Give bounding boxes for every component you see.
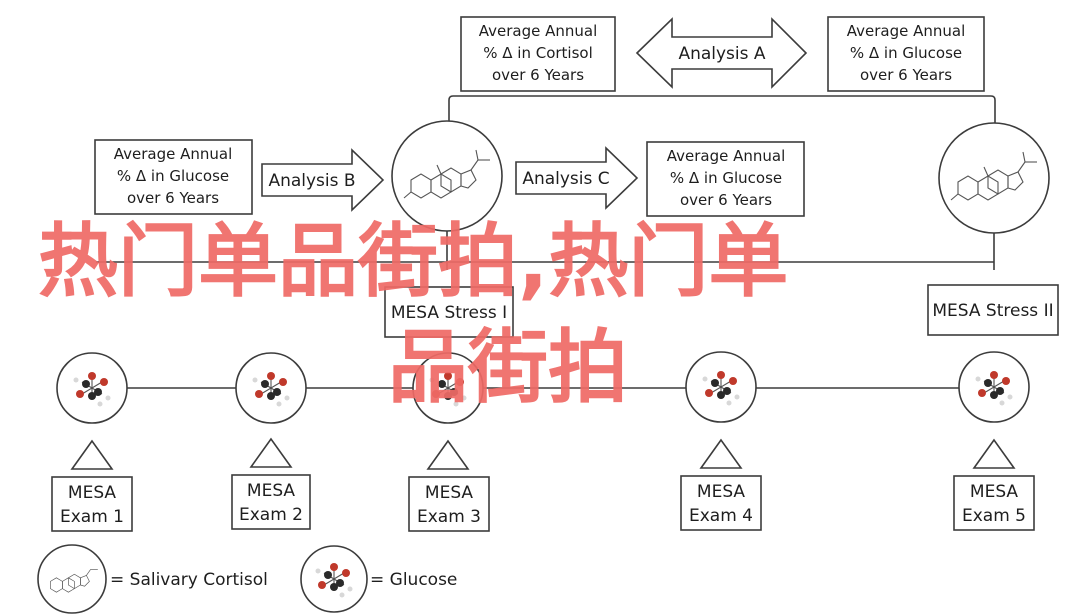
cortisol-molecule-right (938, 122, 1050, 234)
analysis-c-arrow: Analysis C (515, 146, 639, 210)
exam-3-line1: MESA (425, 483, 474, 503)
box-line: over 6 Years (127, 189, 219, 207)
watermark-line-2: 品街拍 (388, 321, 628, 414)
box-line: over 6 Years (492, 66, 584, 84)
mesa-stress-2-label: MESA Stress II (932, 301, 1053, 321)
exam-4-line1: MESA (697, 482, 746, 502)
box-line: % Δ in Glucose (117, 167, 229, 185)
legend-cortisol-label: = Salivary Cortisol (110, 570, 268, 590)
steroid-structure-icon (403, 149, 490, 199)
triangle-marker (249, 437, 293, 468)
glucose-change-right-box: Average Annual % Δ in Glucose over 6 Yea… (646, 141, 805, 217)
box-line: % Δ in Glucose (850, 44, 962, 62)
exam-2-group: MESA Exam 2 (231, 352, 311, 530)
analysis-b-arrow: Analysis B (261, 148, 385, 212)
mesa-stress-1-box: MESA Stress I (384, 286, 514, 338)
watermark-line-1: 热门单品街拍,热门单 (38, 215, 789, 308)
legend-glucose-label: = Glucose (370, 570, 457, 590)
glucose-molecule-icon (56, 352, 128, 424)
exam-5-line2: Exam 5 (962, 506, 1026, 526)
legend-cortisol: = Salivary Cortisol (37, 544, 268, 614)
box-line: % Δ in Cortisol (483, 44, 593, 62)
analysis-a-label: Analysis A (678, 44, 765, 64)
box-line: Average Annual (667, 147, 786, 165)
analysis-a-double-arrow: Analysis A (635, 17, 808, 89)
glucose-change-left-box: Average Annual % Δ in Glucose over 6 Yea… (94, 139, 253, 215)
legend-glucose: = Glucose (300, 545, 457, 613)
cortisol-change-box: Average Annual % Δ in Cortisol over 6 Ye… (460, 16, 616, 92)
steroid-structure-icon (950, 151, 1037, 201)
exam-3-group: MESA Exam 3 (408, 352, 490, 532)
box-line: Average Annual (479, 22, 598, 40)
exam-1-line1: MESA (68, 483, 117, 503)
triangle-marker (699, 438, 743, 469)
triangle-marker (972, 438, 1016, 469)
box-line: over 6 Years (680, 191, 772, 209)
triangle-marker (70, 439, 114, 470)
exam-2-line2: Exam 2 (239, 505, 303, 525)
exam-5-group: MESA Exam 5 (953, 351, 1035, 531)
box-line: Average Annual (114, 145, 233, 163)
exam-1-group: MESA Exam 1 (51, 352, 133, 532)
glucose-molecule-icon (685, 351, 757, 423)
mesa-stress-1-label: MESA Stress I (391, 303, 507, 323)
analysis-c-label: Analysis C (522, 169, 609, 189)
box-line: % Δ in Glucose (670, 169, 782, 187)
exam-4-line2: Exam 4 (689, 506, 753, 526)
glucose-molecule-icon (958, 351, 1030, 423)
exam-1-line2: Exam 1 (60, 507, 124, 527)
glucose-molecule-icon (235, 352, 307, 424)
glucose-molecule-icon (412, 352, 484, 424)
triangle-marker (426, 439, 470, 470)
box-line: over 6 Years (860, 66, 952, 84)
glucose-change-top-box: Average Annual % Δ in Glucose over 6 Yea… (827, 16, 985, 92)
top-bracket (448, 95, 996, 124)
steroid-structure-icon (50, 569, 98, 593)
box-line: Average Annual (847, 22, 966, 40)
exam-2-line1: MESA (247, 481, 296, 501)
exam-4-group: MESA Exam 4 (680, 351, 762, 531)
mesa-stress-2-box: MESA Stress II (927, 284, 1059, 336)
glucose-molecule-icon (300, 545, 368, 613)
exam-5-line1: MESA (970, 482, 1019, 502)
analysis-b-label: Analysis B (268, 171, 355, 191)
exam-3-line2: Exam 3 (417, 507, 481, 527)
